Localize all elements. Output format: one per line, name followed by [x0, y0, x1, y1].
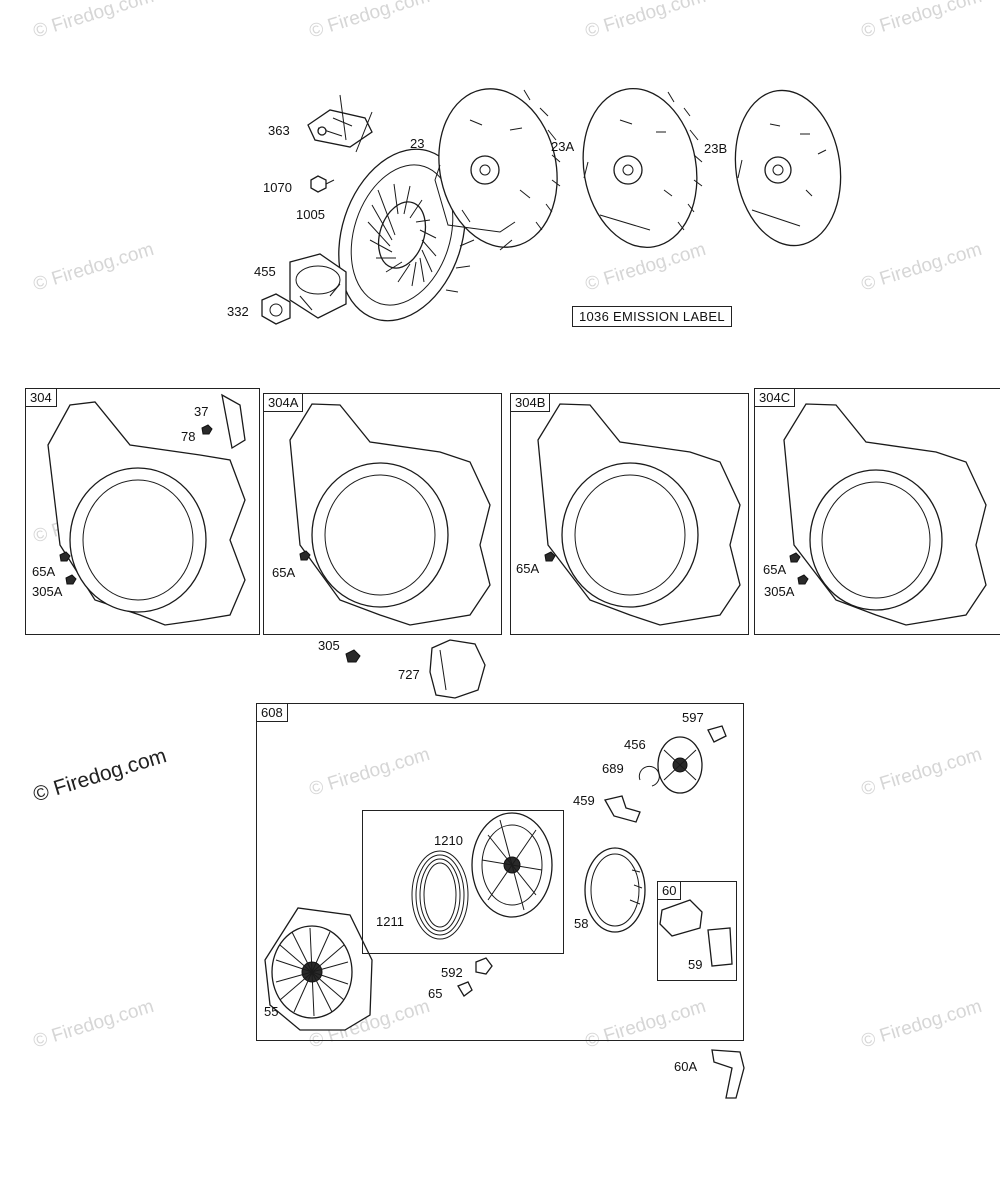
flywheel-23 — [434, 88, 561, 251]
label-65a: 65A — [272, 565, 296, 580]
spring-1211 — [411, 850, 469, 940]
label-1070: 1070 — [263, 180, 292, 195]
nut-592 — [475, 957, 493, 975]
label-305a: 305A — [32, 584, 63, 599]
cup-58 — [584, 847, 646, 933]
blower-housing-304c — [783, 403, 987, 626]
handle-60a — [711, 1049, 745, 1099]
tag-304: 304 — [25, 388, 57, 407]
label-60a: 60A — [674, 1059, 698, 1074]
reel-1210 — [471, 812, 553, 918]
label-23a: 23A — [551, 139, 575, 154]
tag-608: 608 — [256, 703, 288, 722]
box-608 — [256, 703, 744, 1041]
tag-304a: 304A — [263, 393, 304, 412]
box-304c — [754, 388, 1000, 635]
emission-label: 1036 EMISSION LABEL — [572, 306, 732, 327]
pawl-459 — [604, 795, 641, 823]
label-78: 78 — [181, 429, 196, 444]
label-23: 23 — [410, 136, 425, 151]
label-689: 689 — [602, 761, 624, 776]
box-304a — [263, 393, 502, 635]
handle-59 — [659, 899, 733, 967]
tag-60: 60 — [657, 881, 682, 900]
label-58: 58 — [574, 916, 589, 931]
bolts-housings — [59, 424, 809, 663]
pulley-456 — [657, 736, 703, 794]
label-363: 363 — [268, 123, 290, 138]
label-305a: 305A — [764, 584, 795, 599]
label-23b: 23B — [704, 141, 728, 156]
label-65a: 65A — [763, 562, 787, 577]
flywheel-23a — [582, 87, 703, 249]
label-65: 65 — [428, 986, 443, 1001]
blower-housing-304 — [47, 393, 246, 626]
tag-304b: 304B — [510, 393, 551, 412]
label-65a: 65A — [516, 561, 540, 576]
ring-689 — [638, 765, 660, 787]
label-37: 37 — [194, 404, 209, 419]
tag-304c: 304C — [754, 388, 796, 407]
label-65a: 65A — [32, 564, 56, 579]
label-459: 459 — [573, 793, 595, 808]
label-305: 305 — [318, 638, 340, 653]
blower-housing-304a — [289, 403, 491, 626]
label-55: 55 — [264, 1004, 279, 1019]
label-456: 456 — [624, 737, 646, 752]
blower-housing-304b — [537, 403, 741, 626]
starter-housing-55 — [264, 907, 373, 1031]
label-1210: 1210 — [434, 833, 463, 848]
label-59: 59 — [688, 957, 703, 972]
label-1211: 1211 — [376, 914, 404, 929]
cup-455 — [289, 253, 347, 319]
label-592: 592 — [441, 965, 463, 980]
bolt-1070 — [310, 175, 335, 193]
label-455: 455 — [254, 264, 276, 279]
cover-727 — [429, 639, 486, 699]
flywheel-23b — [734, 89, 842, 247]
nut-332 — [261, 293, 291, 325]
bolt-597 — [707, 725, 727, 743]
box-304b — [510, 393, 749, 635]
bolt-65 — [457, 981, 473, 997]
box-304 — [25, 388, 260, 635]
box-reel — [362, 810, 564, 954]
label-727: 727 — [398, 667, 420, 682]
label-332: 332 — [227, 304, 249, 319]
bracket-363 — [307, 94, 373, 153]
label-1005: 1005 — [296, 207, 325, 222]
box-60 — [657, 881, 737, 981]
label-597: 597 — [682, 710, 704, 725]
